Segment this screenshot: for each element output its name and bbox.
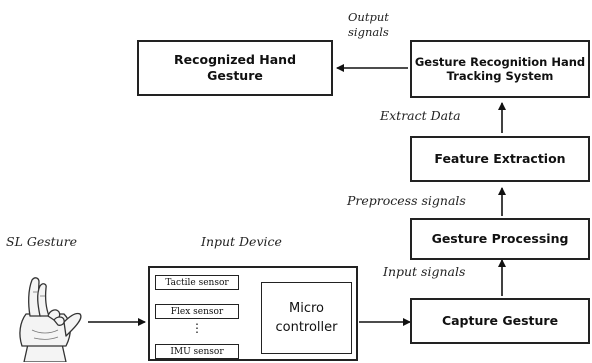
input-device-label: Input Device [201,234,282,249]
flex-sensor-box: Flex sensor [155,304,239,319]
sensor-ellipsis: ⋮ [191,321,203,335]
microcontroller-label: Micro controller [275,300,338,336]
recognized-gesture-box: Recognized Hand Gesture [137,40,333,96]
tactile-sensor-box: Tactile sensor [155,275,239,290]
input-signals-label: Input signals [383,264,466,279]
sl-gesture-label: SL Gesture [6,234,78,249]
microcontroller-box: Micro controller [261,282,352,354]
imu-sensor-label: IMU sensor [170,346,224,357]
feature-extraction-box: Feature Extraction [410,136,590,182]
gesture-processing-label: Gesture Processing [431,231,569,247]
extract-data-label: Extract Data [380,108,461,123]
imu-sensor-box: IMU sensor [155,344,239,359]
tactile-sensor-label: Tactile sensor [165,277,229,288]
tracking-system-box: Gesture Recognition Hand Tracking System [410,40,590,98]
output-signals-label: Output signals [348,10,389,39]
feature-extraction-label: Feature Extraction [434,151,566,167]
flex-sensor-label: Flex sensor [170,306,224,317]
recognized-gesture-label: Recognized Hand Gesture [173,52,297,83]
gesture-processing-box: Gesture Processing [410,218,590,260]
tracking-system-label: Gesture Recognition Hand Tracking System [414,54,586,83]
hand-gesture-icon [19,277,82,362]
capture-gesture-box: Capture Gesture [410,298,590,344]
preprocess-signals-label: Preprocess signals [347,193,466,208]
capture-gesture-label: Capture Gesture [441,313,559,329]
